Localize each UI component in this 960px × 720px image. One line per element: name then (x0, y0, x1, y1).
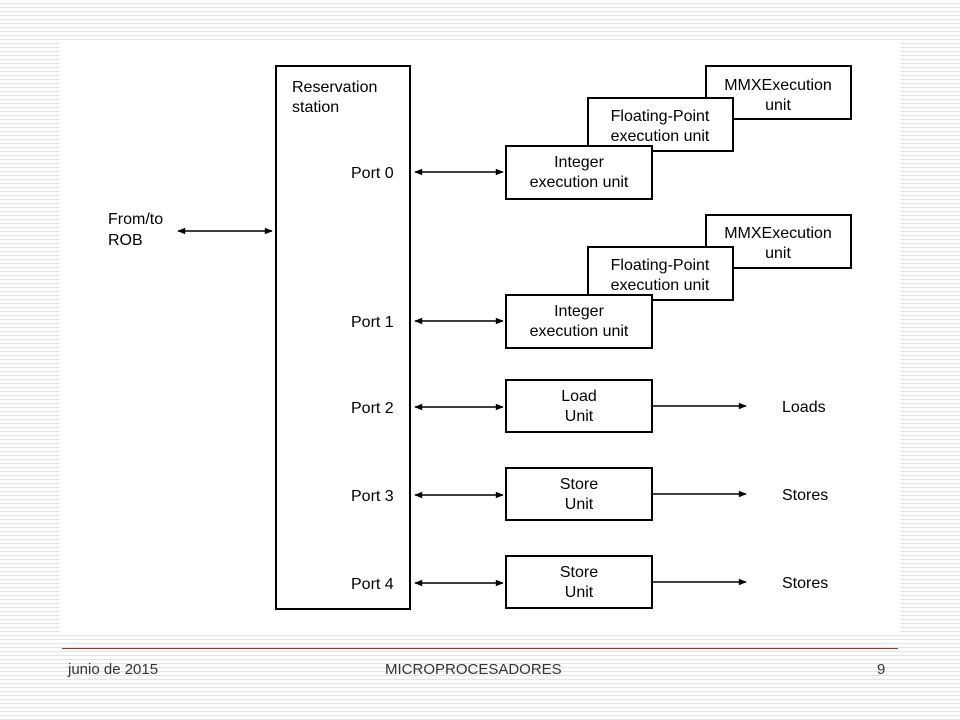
execution-units-diagram: Reservation station From/to ROB Port 0 P… (108, 65, 852, 610)
integer-unit-0-label-line2: execution unit (530, 174, 629, 191)
fp-unit-0-box (587, 97, 734, 152)
page-number: 9 (877, 661, 886, 678)
store-unit-3-label-line1: Store (560, 476, 598, 493)
store-unit-4-box (505, 555, 653, 609)
loads-label: Loads (782, 399, 826, 416)
footer-title: MICROPROCESADORES (385, 661, 562, 678)
store-unit-3-label-line2: Unit (565, 496, 594, 513)
port-1-label: Port 1 (351, 314, 394, 331)
port-2-label: Port 2 (351, 400, 394, 417)
stores-label-3: Stores (782, 487, 828, 504)
port-3-label: Port 3 (351, 488, 394, 505)
fp-unit-1-label-line2: execution unit (611, 277, 710, 294)
port-4-label: Port 4 (351, 576, 394, 593)
integer-unit-1-label-line1: Integer (554, 303, 604, 320)
mmx-unit-1-box (705, 214, 852, 269)
fp-unit-1-box (587, 246, 734, 301)
fp-unit-1-label-line1: Floating-Point (611, 257, 710, 274)
rob-label-line1: From/to (108, 211, 163, 228)
mmx-unit-0-label-line1: MMXExecution (724, 77, 832, 94)
store-unit-4-label-line2: Unit (565, 584, 594, 601)
load-unit-box (505, 379, 653, 433)
port-0-label: Port 0 (351, 165, 394, 182)
load-unit-label-line2: Unit (565, 408, 594, 425)
reservation-station-label-line1: Reservation (292, 79, 377, 96)
rob-label-line2: ROB (108, 232, 143, 249)
fp-unit-0-label-line2: execution unit (611, 128, 710, 145)
integer-unit-0-box (505, 145, 653, 200)
slide-panel: Reservation station From/to ROB Port 0 P… (60, 42, 900, 634)
mmx-unit-1-label-line2: unit (765, 245, 791, 262)
integer-unit-0-label-line1: Integer (554, 154, 604, 171)
fp-unit-0-label-line1: Floating-Point (611, 108, 710, 125)
stores-label-4: Stores (782, 575, 828, 592)
reservation-station-label-line2: station (292, 99, 339, 116)
integer-unit-1-label-line2: execution unit (530, 323, 629, 340)
integer-unit-1-box (505, 294, 653, 349)
mmx-unit-0-label-line2: unit (765, 97, 791, 114)
footer-divider (62, 648, 898, 649)
store-unit-4-label-line1: Store (560, 564, 598, 581)
reservation-station-box (275, 65, 411, 610)
mmx-unit-1-label-line1: MMXExecution (724, 225, 832, 242)
footer-date: junio de 2015 (68, 661, 159, 678)
load-unit-label-line1: Load (561, 388, 597, 405)
